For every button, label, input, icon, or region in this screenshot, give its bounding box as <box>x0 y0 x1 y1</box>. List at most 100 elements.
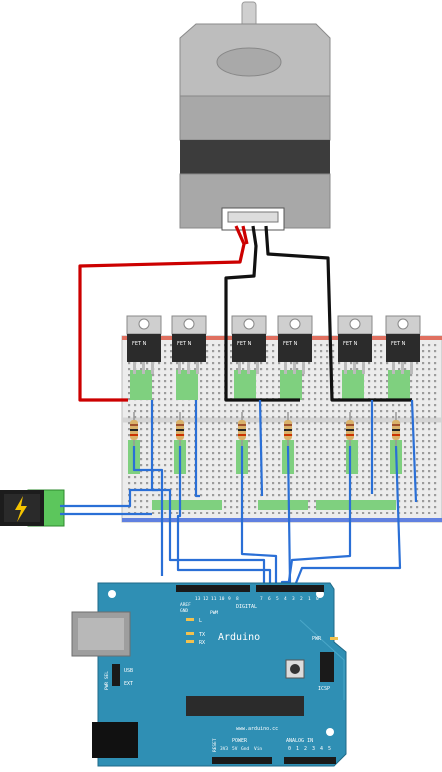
power-pin-label: Gnd <box>241 746 249 752</box>
wire-red <box>78 225 246 402</box>
transistor-6-label: FET N <box>391 341 406 347</box>
transistor-2: FET N <box>171 315 207 374</box>
wire-blue-4 <box>194 400 200 498</box>
analog-pin-label: 0 <box>288 746 291 752</box>
transistor-1: FET N <box>126 315 162 374</box>
wire-blue-5 <box>240 446 278 588</box>
power-label: POWER <box>232 738 248 744</box>
analog-pin-label: 2 <box>304 746 307 752</box>
digital-label: DIGITAL <box>236 604 257 610</box>
resistor-1 <box>130 412 138 448</box>
wire-red-stub <box>241 225 249 245</box>
digital-pin-label: 13 <box>195 596 201 602</box>
icsp-header <box>320 652 334 682</box>
analog-header <box>284 757 336 764</box>
digital-pin-label: 0 <box>316 596 319 602</box>
transistor-5-label: FET N <box>343 341 358 347</box>
power-pin-label: Vin <box>254 746 262 752</box>
digital-pin-label: 5 <box>276 596 279 602</box>
resistor-4 <box>284 412 292 448</box>
resistor-6 <box>392 412 400 448</box>
digital-pin-label: 9 <box>228 596 231 602</box>
digital-header-right <box>256 585 324 592</box>
motor-body-upper <box>179 95 331 141</box>
digital-pin-labels: 13 12 11 10 9 8 7 6 5 4 3 2 1 0 <box>195 596 319 602</box>
aref-label: AREF <box>180 602 191 608</box>
led-l <box>186 618 194 621</box>
resistors <box>130 412 400 448</box>
wire-blue-1 <box>132 446 164 576</box>
transistor-6: FET N <box>385 315 421 374</box>
arduino-board: Arduino www.arduino.cc DIGITAL AREF GND … <box>71 582 347 767</box>
analog-pin-labels: 0 1 2 3 4 5 <box>288 746 331 752</box>
wire-blue-6 <box>258 399 264 497</box>
wires-power <box>78 225 412 402</box>
digital-pin-label: 4 <box>284 596 287 602</box>
gnd-label: GND <box>180 608 188 614</box>
pwm-label: PWM <box>210 610 218 616</box>
resistor-3 <box>238 412 246 448</box>
brand-text: Arduino <box>218 632 260 643</box>
digital-pin-label: 3 <box>292 596 295 602</box>
power-pin-label: 3V3 <box>220 746 228 752</box>
transistor-2-label: FET N <box>177 341 192 347</box>
wire-blue-11 <box>410 399 418 503</box>
pwr-sel-jumper <box>112 664 120 686</box>
transistor-3-label: FET N <box>237 341 252 347</box>
power-header <box>212 757 272 764</box>
microcontroller-chip <box>186 696 304 716</box>
analog-pin-label: 4 <box>320 746 323 752</box>
motor-body-stack <box>180 140 330 174</box>
wire-blue-3 <box>176 446 272 588</box>
ext-label: EXT <box>124 681 133 687</box>
arduino-pcb <box>97 582 347 767</box>
wire-blue-10 <box>292 445 402 589</box>
wires-signal <box>60 399 418 589</box>
transistor-4: FET N <box>277 315 313 374</box>
breadboard <box>121 335 442 523</box>
power-jack <box>0 489 65 527</box>
analog-pin-label: 1 <box>296 746 299 752</box>
reset-label: RESET <box>212 738 218 752</box>
usb-label: USB <box>124 668 133 674</box>
power-pin-label: 5V <box>232 746 238 752</box>
tx-label: TX <box>199 632 205 638</box>
lightning-bolt-icon <box>15 496 27 522</box>
digital-pin-label: 1 <box>308 596 311 602</box>
transistor-4-label: FET N <box>283 341 298 347</box>
pwr-label: PWR <box>312 636 322 642</box>
digital-header-left <box>176 585 250 592</box>
website-text: www.arduino.cc <box>236 726 278 732</box>
l-label: L <box>199 618 202 624</box>
digital-pin-label: 2 <box>300 596 303 602</box>
wire-blue-power-1 <box>60 488 158 508</box>
digital-pin-label: 8 <box>236 596 239 602</box>
led-rx <box>186 640 194 643</box>
digital-pin-label: 6 <box>268 596 271 602</box>
analog-in-label: ANALOG IN <box>286 738 313 744</box>
icsp-label: ICSP <box>318 686 330 692</box>
resistor-5 <box>346 412 354 448</box>
led-pwr <box>330 637 338 640</box>
digital-pin-label: 7 <box>260 596 263 602</box>
power-pin-labels: 3V3 5V Gnd Vin <box>220 746 262 752</box>
analog-pin-label: 5 <box>328 746 331 752</box>
resistor-2 <box>176 412 184 448</box>
transistor-5: FET N <box>337 315 373 374</box>
wire-black-right <box>264 225 412 402</box>
rx-label: RX <box>199 640 205 646</box>
wire-black-left <box>224 225 300 402</box>
motor-shaft-collar <box>216 47 282 77</box>
digital-pin-label: 11 <box>211 596 217 602</box>
stepper-motor <box>179 1 331 231</box>
wire-blue-2 <box>150 400 266 588</box>
transistor-1-label: FET N <box>132 341 147 347</box>
digital-pin-label: 10 <box>219 596 225 602</box>
dc-barrel-connector <box>92 722 138 758</box>
pwr-sel-label: PWR SEL <box>104 671 110 690</box>
digital-pin-label: 12 <box>203 596 209 602</box>
wire-blue-8 <box>286 446 352 589</box>
transistor-3: FET N <box>231 315 267 374</box>
analog-pin-label: 3 <box>312 746 315 752</box>
